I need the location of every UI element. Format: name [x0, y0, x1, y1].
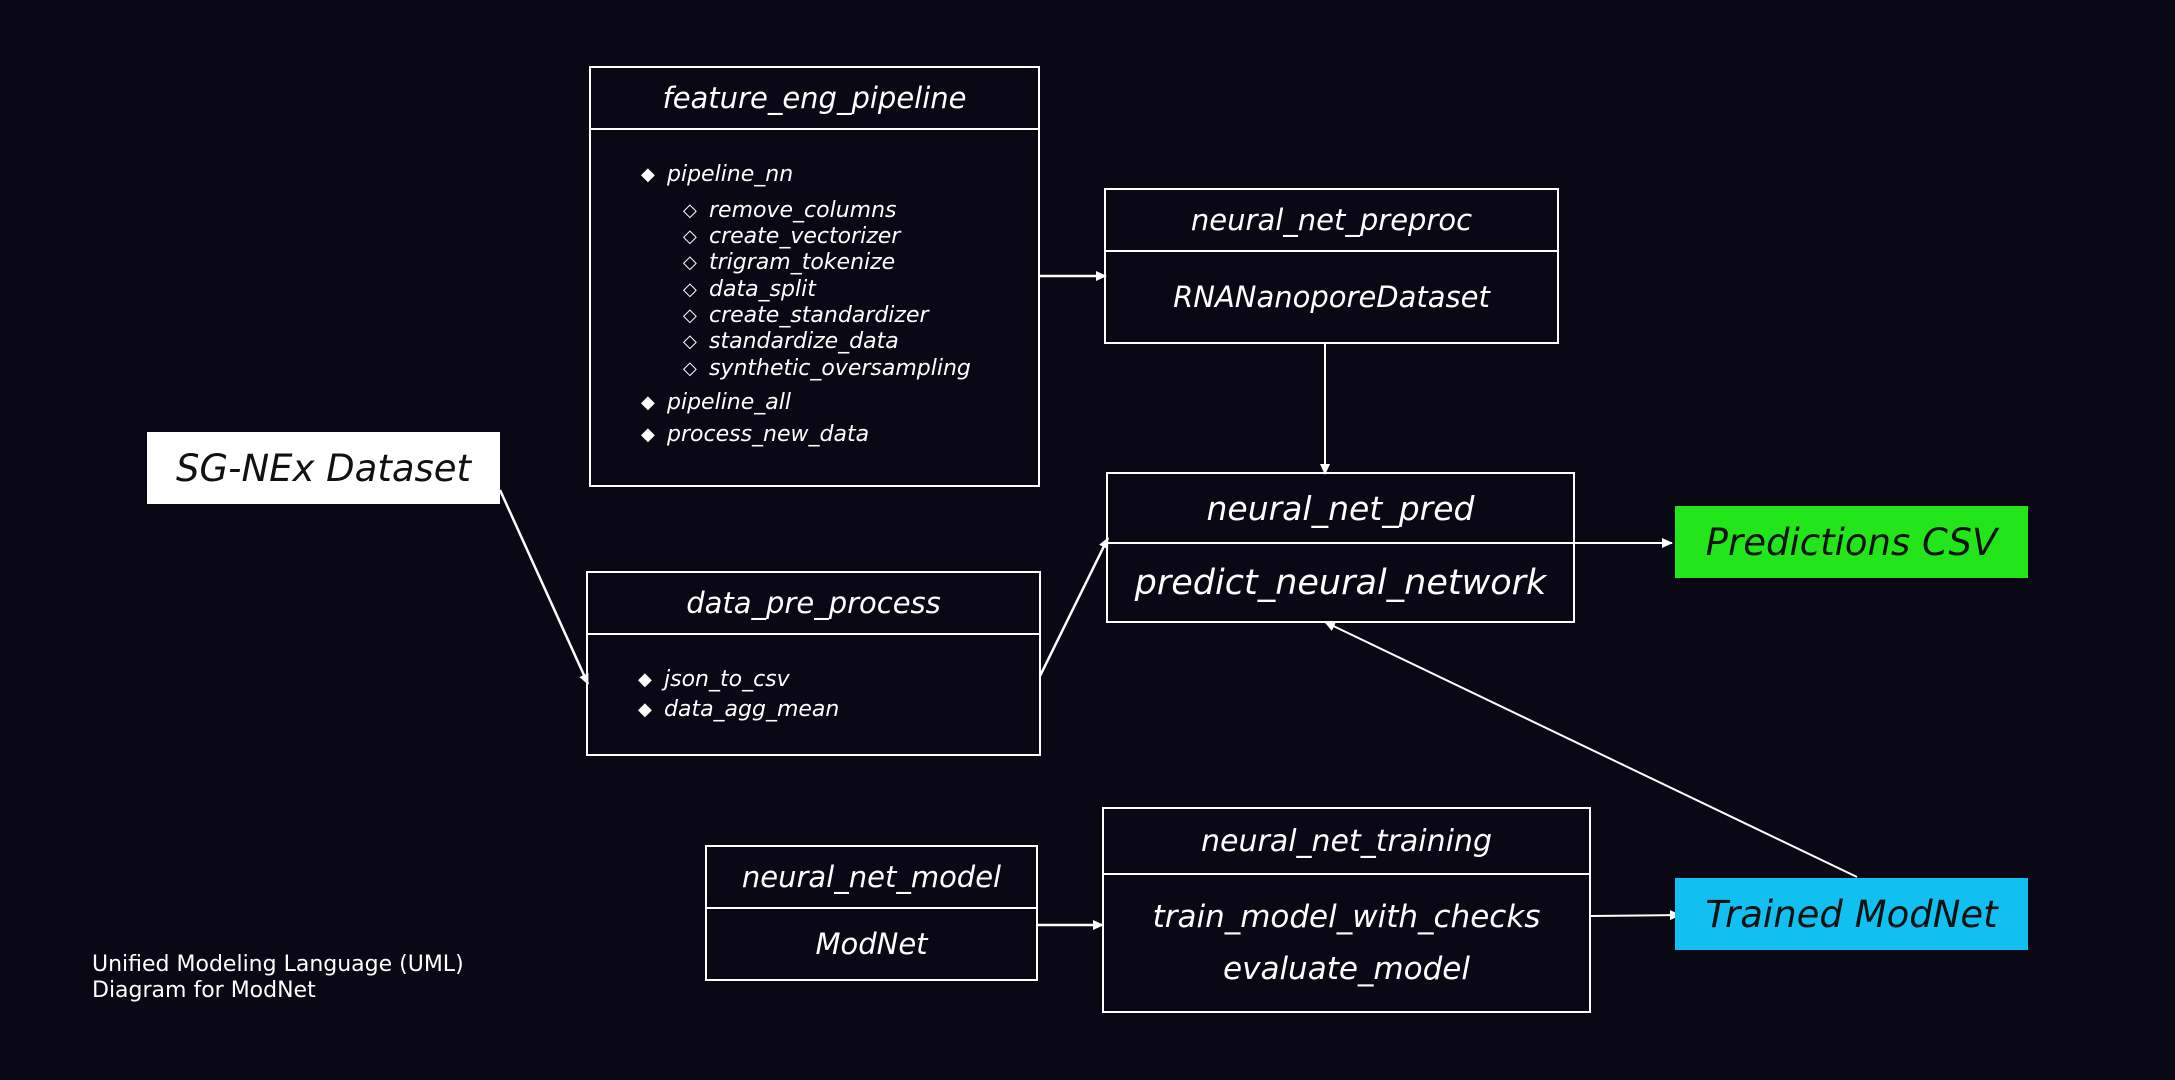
neural-net-pred-class: neural_net_pred predict_neural_network [1106, 472, 1575, 623]
neural-net-preproc-class: neural_net_preproc RNANanoporeDataset [1104, 188, 1559, 344]
op-pipeline-nn: ◆ pipeline_nn [641, 162, 794, 187]
op-json-to-csv: ◆ json_to_csv [638, 667, 790, 692]
hollow-diamond-icon: ◇ [683, 252, 697, 273]
filled-diamond-icon: ◆ [638, 699, 652, 720]
trained-modnet-label: Trained ModNet [1705, 892, 1998, 936]
diagram-caption: Unified Modeling Language (UML) Diagram … [92, 952, 464, 1004]
neural-net-model-body: ModNet [707, 909, 1036, 979]
predict-neural-network-item: predict_neural_network [1134, 562, 1547, 603]
op-remove-columns: ◇ remove_columns [683, 198, 897, 223]
neural-net-preproc-title: neural_net_preproc [1106, 190, 1557, 252]
neural-net-training-body: train_model_with_checks evaluate_model [1104, 875, 1589, 1011]
trained-modnet-node: Trained ModNet [1675, 878, 2028, 950]
arrow-trained-modnet-to-neural-net-pred [1324, 621, 1858, 878]
caption-line-1: Unified Modeling Language (UML) [92, 952, 464, 977]
filled-diamond-icon: ◆ [641, 392, 655, 413]
hollow-diamond-icon: ◇ [683, 358, 697, 379]
filled-diamond-icon: ◆ [638, 669, 652, 690]
predictions-csv-label: Predictions CSV [1705, 520, 1998, 564]
op-process-new-data: ◆ process_new_data [641, 422, 870, 447]
modnet-item: ModNet [815, 927, 928, 961]
op-create-standardizer: ◇ create_standardizer [683, 303, 929, 328]
neural-net-training-title: neural_net_training [1104, 809, 1589, 875]
op-data-agg-mean: ◆ data_agg_mean [638, 697, 840, 722]
filled-diamond-icon: ◆ [641, 424, 655, 445]
data-pre-process-class: data_pre_process ◆ json_to_csv ◆ data_ag… [586, 571, 1041, 756]
caption-line-2: Diagram for ModNet [92, 978, 316, 1003]
sgnex-dataset-label: SG-NEx Dataset [175, 446, 472, 490]
evaluate-model-item: evaluate_model [1223, 951, 1470, 987]
arrow-data-pre-process-to-neural-net-pred [1038, 537, 1110, 677]
filled-diamond-icon: ◆ [641, 164, 655, 185]
feature-eng-pipeline-class: feature_eng_pipeline ◆ pipeline_nn ◇ rem… [589, 66, 1040, 487]
arrow-sgnex-to-data-pre-process [498, 489, 590, 685]
neural-net-training-class: neural_net_training train_model_with_che… [1102, 807, 1591, 1013]
hollow-diamond-icon: ◇ [683, 279, 697, 300]
neural-net-pred-body: predict_neural_network [1108, 544, 1573, 621]
data-pre-process-title: data_pre_process [588, 573, 1039, 635]
hollow-diamond-icon: ◇ [683, 200, 697, 221]
neural-net-model-class: neural_net_model ModNet [705, 845, 1038, 981]
op-data-split: ◇ data_split [683, 277, 816, 302]
op-synthetic-oversampling: ◇ synthetic_oversampling [683, 356, 971, 381]
neural-net-pred-title: neural_net_pred [1108, 474, 1573, 544]
hollow-diamond-icon: ◇ [683, 226, 697, 247]
op-trigram-tokenize: ◇ trigram_tokenize [683, 250, 896, 275]
op-pipeline-all: ◆ pipeline_all [641, 390, 791, 415]
neural-net-preproc-body: RNANanoporeDataset [1106, 252, 1557, 342]
neural-net-model-title: neural_net_model [707, 847, 1036, 909]
op-standardize-data: ◇ standardize_data [683, 329, 899, 354]
sgnex-dataset-node: SG-NEx Dataset [147, 432, 500, 504]
rna-nanopore-dataset-item: RNANanoporeDataset [1173, 280, 1490, 314]
train-model-with-checks-item: train_model_with_checks [1152, 899, 1541, 935]
feature-eng-pipeline-title: feature_eng_pipeline [591, 68, 1038, 130]
op-create-vectorizer: ◇ create_vectorizer [683, 224, 901, 249]
arrow-training-to-trained-modnet [1590, 910, 1681, 921]
hollow-diamond-icon: ◇ [683, 331, 697, 352]
hollow-diamond-icon: ◇ [683, 305, 697, 326]
predictions-csv-node: Predictions CSV [1675, 506, 2028, 578]
